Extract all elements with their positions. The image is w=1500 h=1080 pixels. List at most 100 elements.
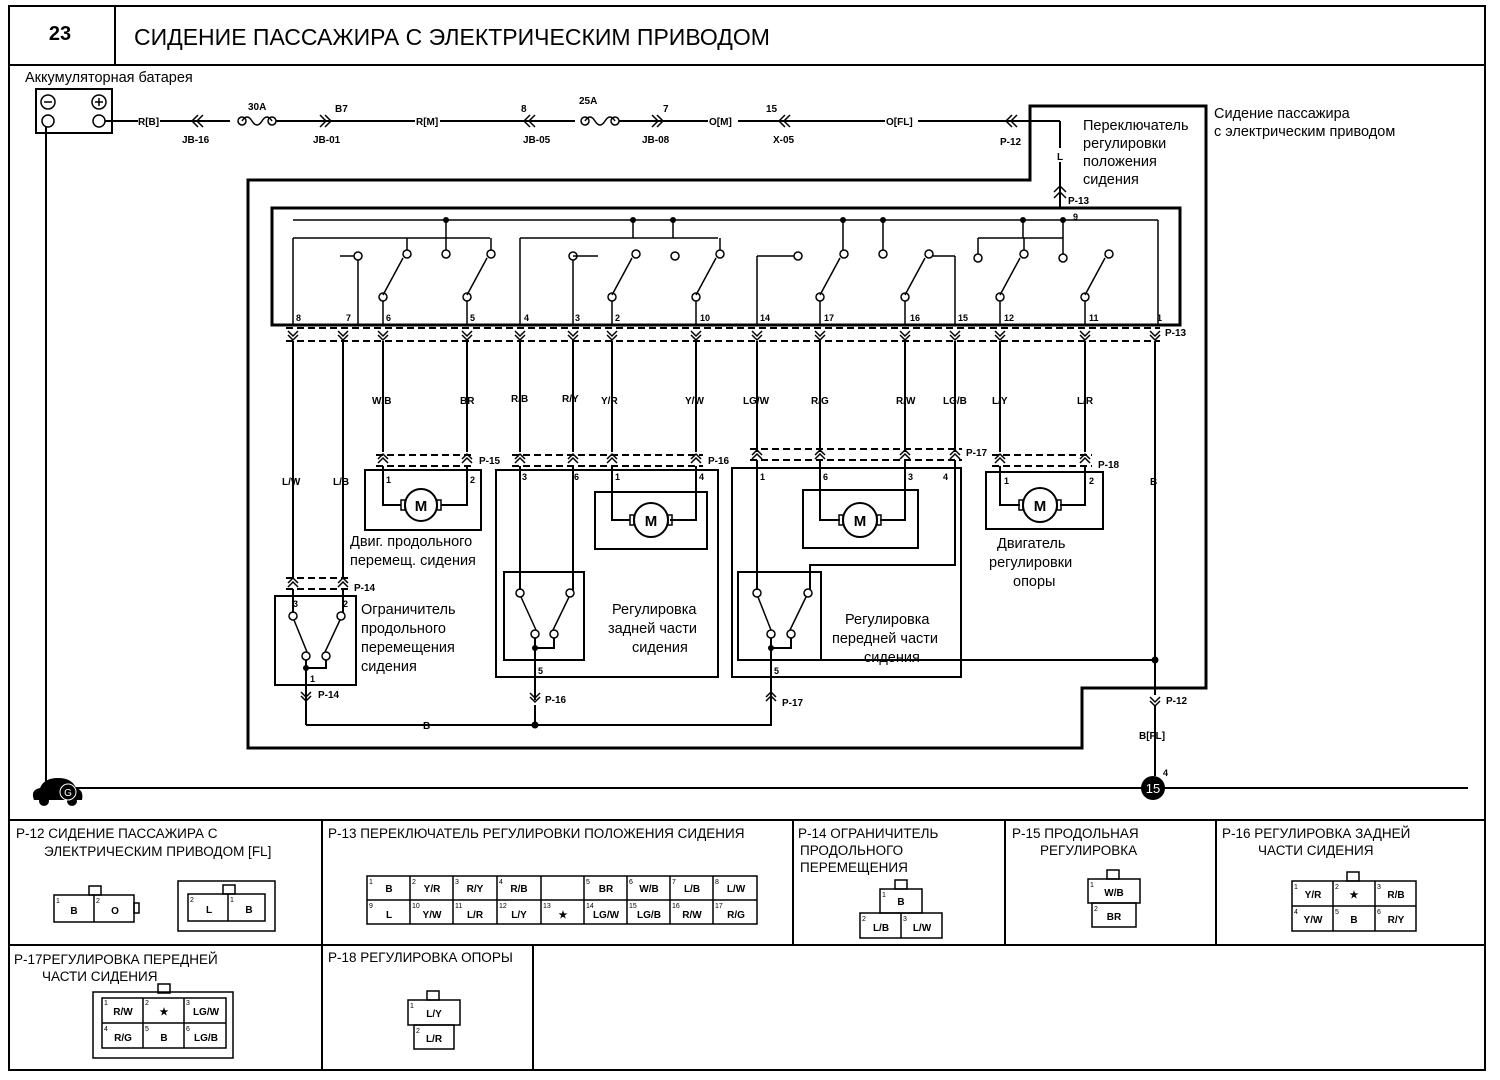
connector-p12-a: 1 B 2 O bbox=[53, 885, 140, 923]
cell-number: 1 bbox=[1294, 884, 1298, 891]
cell-number: 6 bbox=[1377, 909, 1381, 916]
legend-p15-title-2: РЕГУЛИРОВКА bbox=[1040, 843, 1137, 858]
legend-p16-title-2: ЧАСТИ СИДЕНИЯ bbox=[1258, 843, 1374, 858]
device-pin: 6 bbox=[574, 472, 579, 482]
cell-number: 2 bbox=[862, 916, 866, 923]
switch-pin: 8 bbox=[296, 313, 301, 323]
conn-jb08: JB-08 bbox=[642, 135, 670, 146]
legend-p12-title-2: ЭЛЕКТРИЧЕСКИМ ПРИВОДОМ [FL] bbox=[44, 844, 271, 859]
connector-p14: 1 B 2 L/B 3 L/W bbox=[859, 879, 943, 939]
wire-label: L/R bbox=[1077, 396, 1094, 407]
device-pin: 3 bbox=[522, 472, 527, 482]
wire-label: BR bbox=[460, 396, 475, 407]
fuse-25a bbox=[584, 116, 616, 126]
device-pin: 2 bbox=[1089, 476, 1094, 486]
wire-label-ofl: O[FL] bbox=[886, 117, 913, 128]
cell-number: 1 bbox=[56, 898, 60, 905]
wire-label: W/B bbox=[372, 396, 391, 407]
device-pin: 1 bbox=[1004, 476, 1009, 486]
cell-number: 10 bbox=[412, 903, 420, 910]
cell-value: R/G bbox=[727, 910, 745, 921]
recline-motor-box bbox=[985, 471, 1104, 530]
wire-label: B bbox=[1150, 477, 1157, 488]
cell-value: R/B bbox=[510, 884, 527, 895]
cell-number: 13 bbox=[543, 903, 551, 910]
switch-pin: 14 bbox=[760, 313, 770, 323]
conn-x05-pin: 15 bbox=[766, 104, 778, 115]
p13-pin-chevrons bbox=[287, 330, 1161, 341]
conn-b7-pin: B7 bbox=[335, 104, 348, 115]
legend-p17-title-2: ЧАСТИ СИДЕНИЯ bbox=[42, 969, 158, 984]
device-pin: 3 bbox=[293, 599, 298, 609]
conn-p16-bottom: P-16 bbox=[545, 695, 567, 706]
rear-label-3: сидения bbox=[632, 640, 688, 656]
cell-value: R/W bbox=[113, 1007, 133, 1018]
conn-p17-bottom: P-17 bbox=[782, 698, 804, 709]
legend-p12-title-1: P-12 СИДЕНИЕ ПАССАЖИРА С bbox=[16, 826, 218, 841]
cell-value: BR bbox=[599, 884, 614, 895]
cell-value: ★ bbox=[1350, 890, 1359, 901]
recline-motor: M bbox=[1018, 487, 1062, 523]
power-line bbox=[105, 114, 1067, 207]
cell-value: Y/W bbox=[423, 910, 442, 921]
device-pin: 1 bbox=[615, 472, 620, 482]
cell-number: 1 bbox=[410, 1003, 414, 1010]
cell-number: 2 bbox=[416, 1028, 420, 1035]
ground-symbol: G bbox=[64, 788, 72, 799]
cell-value: B bbox=[160, 1033, 167, 1044]
legend-p18-title: P-18 РЕГУЛИРОВКА ОПОРЫ bbox=[328, 950, 513, 965]
conn-x05: X-05 bbox=[773, 135, 795, 146]
cell-number: 2 bbox=[412, 879, 416, 886]
limiter-label-1: Ограничитель bbox=[361, 602, 456, 618]
motor-symbol: M bbox=[415, 498, 428, 515]
cell-number: 4 bbox=[499, 879, 503, 886]
cell-value: ★ bbox=[160, 1007, 169, 1018]
cell-number: 8 bbox=[715, 879, 719, 886]
recline-label-1: Двигатель bbox=[997, 536, 1065, 552]
seat-label-1: Сидение пассажира bbox=[1214, 106, 1351, 122]
ground-pin: 4 bbox=[1163, 768, 1168, 778]
seat-outline bbox=[246, 104, 1208, 750]
motor-symbol: M bbox=[1034, 498, 1047, 515]
wire-label-b-bus: B bbox=[423, 721, 430, 732]
motor-symbol: M bbox=[645, 513, 658, 530]
device-pin: 4 bbox=[699, 472, 704, 482]
cell-number: 2 bbox=[96, 898, 100, 905]
cell-number: 5 bbox=[145, 1026, 149, 1033]
legend-p15-title-1: P-15 ПРОДОЛЬНАЯ bbox=[1012, 826, 1139, 841]
cell-number: 7 bbox=[672, 879, 676, 886]
ground-point-number: 15 bbox=[1146, 781, 1160, 796]
cell-number: 15 bbox=[629, 903, 637, 910]
connector-p16: 1 Y/R 2 ★ 3 R/B 4 Y/W 5 B 6 R/Y bbox=[1291, 871, 1417, 932]
front-label-1: Регулировка bbox=[845, 612, 930, 628]
front-adjust-box bbox=[731, 467, 962, 678]
cell-number: 11 bbox=[455, 903, 462, 910]
wire-label: L/B bbox=[333, 477, 349, 488]
conn-jb01: JB-01 bbox=[313, 135, 341, 146]
cell-number: 1 bbox=[104, 1000, 108, 1007]
rear-adjust-box bbox=[495, 469, 719, 678]
cell-value: L/Y bbox=[511, 910, 527, 921]
limiter-label-4: сидения bbox=[361, 659, 417, 675]
connector-p13: 1 B 2 Y/R 3 R/Y 4 R/B 5 BR 6 W/B 7 L/B 8… bbox=[366, 875, 758, 925]
limiter-label-3: перемещения bbox=[361, 640, 455, 656]
seat-ground-bus bbox=[306, 656, 1159, 729]
cell-number: 3 bbox=[186, 1000, 190, 1007]
cell-number: 16 bbox=[672, 903, 680, 910]
wire-label: LG/W bbox=[743, 396, 770, 407]
limiter-box bbox=[274, 595, 357, 686]
switch-pin: 3 bbox=[575, 313, 580, 323]
device-pin: 6 bbox=[823, 472, 828, 482]
cell-value: R/W bbox=[682, 910, 702, 921]
wire-label: R/B bbox=[511, 394, 528, 405]
cell-number: 5 bbox=[586, 879, 590, 886]
conn-p18: P-18 bbox=[1098, 460, 1120, 471]
seat-label-2: с электрическим приводом bbox=[1214, 124, 1395, 140]
page-frame bbox=[8, 5, 1486, 1071]
switch-box bbox=[270, 206, 1182, 327]
limiter-label-2: продольного bbox=[361, 621, 446, 637]
conn-jb05-pin: 8 bbox=[521, 104, 527, 115]
wire-label: L/W bbox=[282, 477, 301, 488]
slide-motor-label-1: Двиг. продольного bbox=[350, 534, 472, 550]
cell-number: 12 bbox=[499, 903, 507, 910]
